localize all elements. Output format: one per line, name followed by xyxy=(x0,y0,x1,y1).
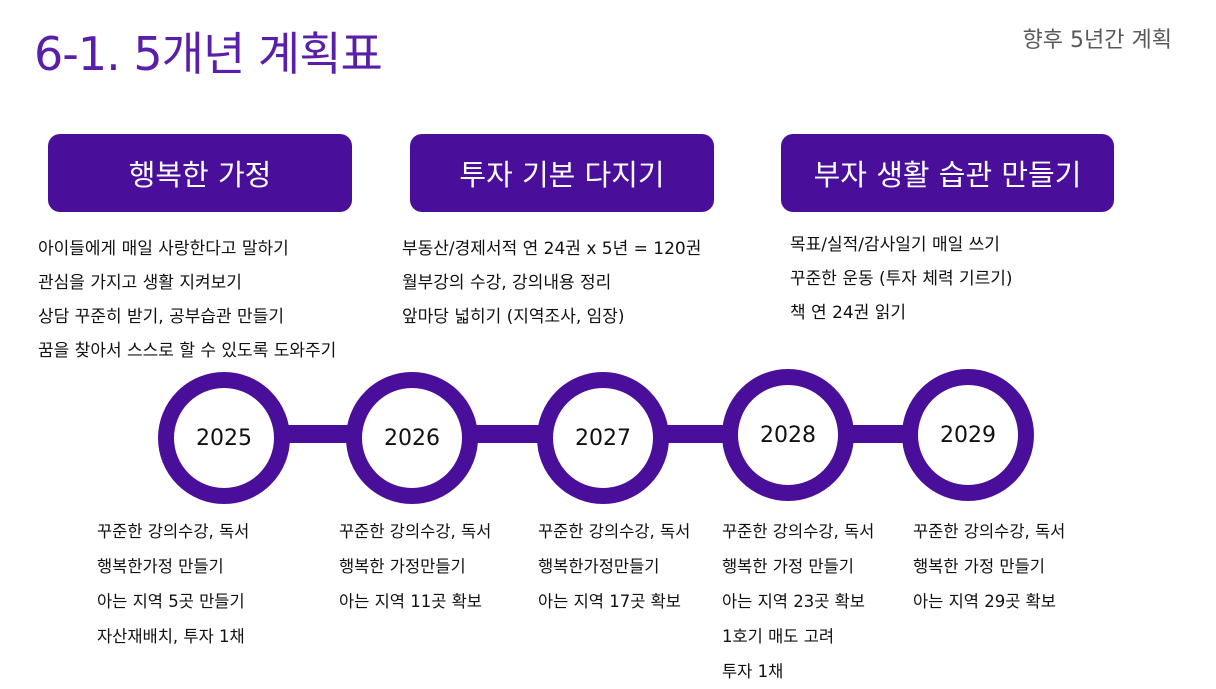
list-item: 행복한가정 만들기 xyxy=(97,557,224,576)
year-plan-2027: 꾸준한 강의수강, 독서 행복한가정만들기 아는 지역 17곳 확보 xyxy=(538,514,690,619)
list-item: 아이들에게 매일 사랑한다고 말하기 xyxy=(38,239,289,259)
list-item: 꾸준한 강의수강, 독서 xyxy=(913,522,1066,541)
list-item: 월부강의 수강, 강의내용 정리 xyxy=(402,273,612,293)
list-item: 행복한 가정만들기 xyxy=(339,557,466,576)
year-plan-2028: 꾸준한 강의수강, 독서 행복한 가정 만들기 아는 지역 23곳 확보 1호기… xyxy=(722,514,874,689)
goal-header-investment-basics: 투자 기본 다지기 xyxy=(410,134,714,212)
year-plan-2026: 꾸준한 강의수강, 독서 행복한 가정만들기 아는 지역 11곳 확보 xyxy=(339,514,491,619)
list-item: 부동산/경제서적 연 24권 x 5년 = 120권 xyxy=(402,239,702,259)
list-item: 관심을 가지고 생활 지켜보기 xyxy=(38,273,242,293)
year-plan-2025: 꾸준한 강의수강, 독서 행복한가정 만들기 아는 지역 5곳 만들기 자산재배… xyxy=(97,514,249,654)
year-circle-2027: 2027 xyxy=(537,372,669,504)
list-item: 꾸준한 강의수강, 독서 xyxy=(339,522,492,541)
list-item: 아는 지역 17곳 확보 xyxy=(538,592,681,611)
year-circle-2026: 2026 xyxy=(346,372,478,504)
year-circle-2028: 2028 xyxy=(722,369,854,501)
page-subtitle: 향후 5년간 계획 xyxy=(1022,28,1172,53)
list-item: 꿈을 찾아서 스스로 할 수 있도록 도와주기 xyxy=(38,341,337,361)
list-item: 행복한 가정 만들기 xyxy=(913,557,1045,576)
list-item: 행복한 가정 만들기 xyxy=(722,557,854,576)
year-plan-2029: 꾸준한 강의수강, 독서 행복한 가정 만들기 아는 지역 29곳 확보 xyxy=(913,514,1065,619)
goal-list-happy-family: 아이들에게 매일 사랑한다고 말하기 관심을 가지고 생활 지켜보기 상담 꾸준… xyxy=(38,232,336,368)
list-item: 투자 1채 xyxy=(722,662,784,681)
list-item: 앞마당 넓히기 (지역조사, 임장) xyxy=(402,307,625,327)
goal-list-rich-habits: 목표/실적/감사일기 매일 쓰기 꾸준한 운동 (투자 체력 기르기) 책 연 … xyxy=(790,228,1013,330)
list-item: 아는 지역 5곳 만들기 xyxy=(97,592,245,611)
page-title: 6-1. 5개년 계획표 xyxy=(34,27,383,81)
goal-header-happy-family: 행복한 가정 xyxy=(48,134,352,212)
list-item: 자산재배치, 투자 1채 xyxy=(97,627,245,646)
goal-header-rich-habits: 부자 생활 습관 만들기 xyxy=(781,134,1114,212)
list-item: 목표/실적/감사일기 매일 쓰기 xyxy=(790,235,1000,255)
list-item: 아는 지역 11곳 확보 xyxy=(339,592,482,611)
list-item: 1호기 매도 고려 xyxy=(722,627,835,646)
list-item: 꾸준한 강의수강, 독서 xyxy=(722,522,875,541)
list-item: 아는 지역 23곳 확보 xyxy=(722,592,865,611)
year-circle-2025: 2025 xyxy=(158,372,290,504)
list-item: 책 연 24권 읽기 xyxy=(790,303,907,323)
list-item: 꾸준한 강의수강, 독서 xyxy=(538,522,691,541)
goal-list-investment-basics: 부동산/경제서적 연 24권 x 5년 = 120권 월부강의 수강, 강의내용… xyxy=(402,232,701,334)
list-item: 꾸준한 운동 (투자 체력 기르기) xyxy=(790,269,1013,289)
list-item: 꾸준한 강의수강, 독서 xyxy=(97,522,250,541)
list-item: 행복한가정만들기 xyxy=(538,557,660,576)
list-item: 아는 지역 29곳 확보 xyxy=(913,592,1056,611)
list-item: 상담 꾸준히 받기, 공부습관 만들기 xyxy=(38,307,284,327)
year-circle-2029: 2029 xyxy=(902,369,1034,501)
